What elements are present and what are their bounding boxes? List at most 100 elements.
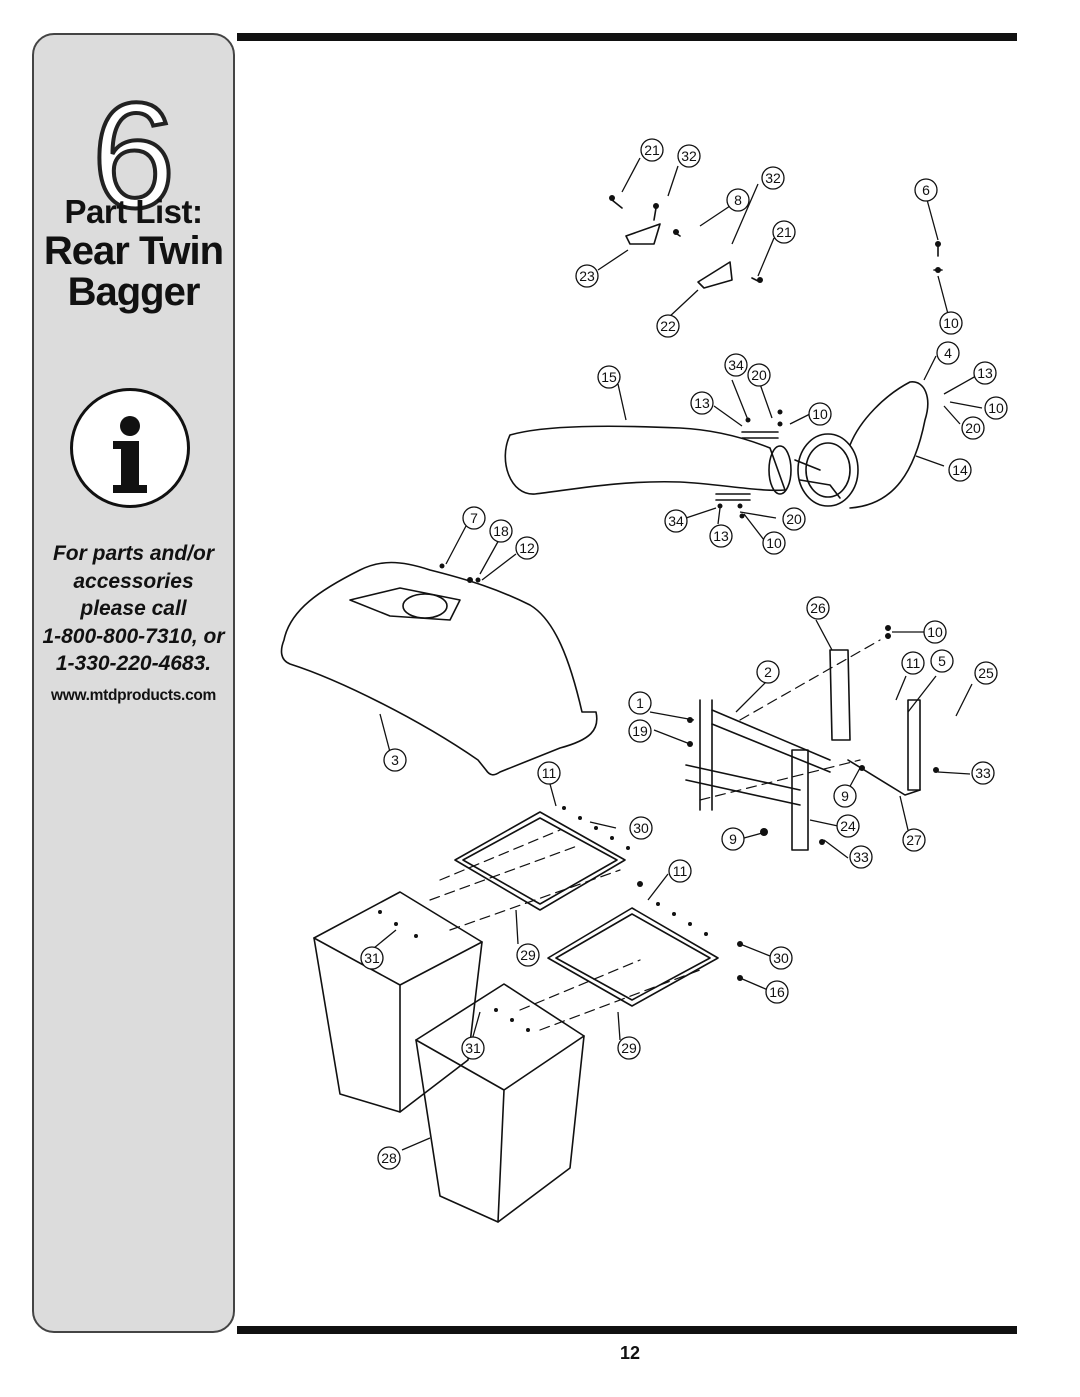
callout-label: 34 xyxy=(728,357,744,373)
contact-line: please call xyxy=(80,597,187,620)
callout-label: 6 xyxy=(922,182,930,198)
callout-label: 32 xyxy=(765,170,781,186)
callout-label: 15 xyxy=(601,369,617,385)
callout-6: 6 xyxy=(914,178,938,202)
callout-21: 21 xyxy=(772,220,796,244)
callout-30: 30 xyxy=(769,946,793,970)
callout-15: 15 xyxy=(597,365,621,389)
callout-label: 20 xyxy=(786,511,802,527)
callout-label: 26 xyxy=(810,600,826,616)
callout-label: 18 xyxy=(493,523,509,539)
callout-label: 23 xyxy=(579,268,595,284)
callout-21: 21 xyxy=(640,138,664,162)
callout-label: 4 xyxy=(944,345,952,361)
callout-11: 11 xyxy=(537,761,561,785)
callout-label: 10 xyxy=(766,535,782,551)
callout-label: 29 xyxy=(621,1040,637,1056)
callout-label: 34 xyxy=(668,513,684,529)
callout-10: 10 xyxy=(762,531,786,555)
elbow-ring xyxy=(797,433,859,507)
callout-10: 10 xyxy=(984,396,1008,420)
callout-label: 32 xyxy=(681,148,697,164)
callout-4: 4 xyxy=(936,341,960,365)
section-title-line-1: Rear Twin xyxy=(43,229,224,273)
callout-14: 14 xyxy=(948,458,972,482)
chapter-number: 6 xyxy=(90,71,177,239)
callout-29: 29 xyxy=(516,943,540,967)
callout-11: 11 xyxy=(668,859,692,883)
page-number: 12 xyxy=(619,1343,641,1363)
callout-label: 10 xyxy=(943,315,959,331)
callout-20: 20 xyxy=(961,416,985,440)
callout-label: 28 xyxy=(381,1150,397,1166)
contact-info: For parts and/or accessories please call… xyxy=(34,540,233,678)
callout-32: 32 xyxy=(761,166,785,190)
bagger-hood xyxy=(280,561,598,776)
frame-vertical-left xyxy=(699,699,713,811)
callout-label: 30 xyxy=(773,950,789,966)
callout-34: 34 xyxy=(664,509,688,533)
bag-left xyxy=(313,891,483,1113)
callout-label: 8 xyxy=(734,192,742,208)
website-link[interactable]: www.mtdproducts.com xyxy=(50,687,217,704)
callout-label: 10 xyxy=(988,400,1004,416)
callout-9: 9 xyxy=(721,827,745,851)
callout-label: 20 xyxy=(751,367,767,383)
callout-label: 22 xyxy=(660,318,676,334)
callout-label: 2 xyxy=(764,664,772,680)
contact-phone-2: 1-330-220-4683. xyxy=(55,652,212,675)
callout-3: 3 xyxy=(383,748,407,772)
callout-10: 10 xyxy=(923,620,947,644)
callout-label: 21 xyxy=(776,224,792,240)
callout-26: 26 xyxy=(806,596,830,620)
callout-label: 13 xyxy=(977,365,993,381)
bracket-left xyxy=(625,223,661,245)
callout-7: 7 xyxy=(462,506,486,530)
callout-33: 33 xyxy=(971,761,995,785)
callout-label: 11 xyxy=(673,863,688,879)
callout-12: 12 xyxy=(515,536,539,560)
callout-10: 10 xyxy=(808,402,832,426)
callout-label: 19 xyxy=(632,723,648,739)
callout-13: 13 xyxy=(709,524,733,548)
discharge-chute xyxy=(504,425,786,495)
callout-32: 32 xyxy=(677,144,701,168)
callout-label: 13 xyxy=(694,395,710,411)
callout-5: 5 xyxy=(930,649,954,673)
frame-tube xyxy=(711,709,831,773)
callout-13: 13 xyxy=(690,391,714,415)
bag-right xyxy=(415,983,585,1223)
callout-28: 28 xyxy=(377,1146,401,1170)
callout-label: 21 xyxy=(644,142,660,158)
callout-9: 9 xyxy=(833,784,857,808)
callout-19: 19 xyxy=(628,719,652,743)
callout-31: 31 xyxy=(360,946,384,970)
contact-line: accessories xyxy=(73,569,194,593)
callout-label: 10 xyxy=(812,406,828,422)
callout-11: 11 xyxy=(901,651,925,675)
callout-label: 31 xyxy=(364,950,380,966)
callout-label: 13 xyxy=(713,528,729,544)
callout-label: 11 xyxy=(906,655,921,671)
callout-23: 23 xyxy=(575,264,599,288)
sidebar: 6 Part List: Rear Twin Bagger For parts … xyxy=(32,33,235,1333)
callout-13: 13 xyxy=(973,361,997,385)
callout-10: 10 xyxy=(939,311,963,335)
callout-label: 33 xyxy=(853,849,869,865)
callout-label: 30 xyxy=(633,820,649,836)
callout-label: 25 xyxy=(978,665,994,681)
callout-label: 14 xyxy=(952,462,968,478)
callout-label: 5 xyxy=(938,653,946,669)
callout-label: 16 xyxy=(769,984,785,1000)
callout-label: 7 xyxy=(470,510,478,526)
callout-27: 27 xyxy=(902,828,926,852)
callout-29: 29 xyxy=(617,1036,641,1060)
callout-label: 12 xyxy=(519,540,535,556)
info-glyph xyxy=(113,416,147,493)
callout-18: 18 xyxy=(489,519,513,543)
callout-34: 34 xyxy=(724,353,748,377)
section-title-line-2: Bagger xyxy=(67,270,201,314)
info-icon xyxy=(70,388,190,508)
